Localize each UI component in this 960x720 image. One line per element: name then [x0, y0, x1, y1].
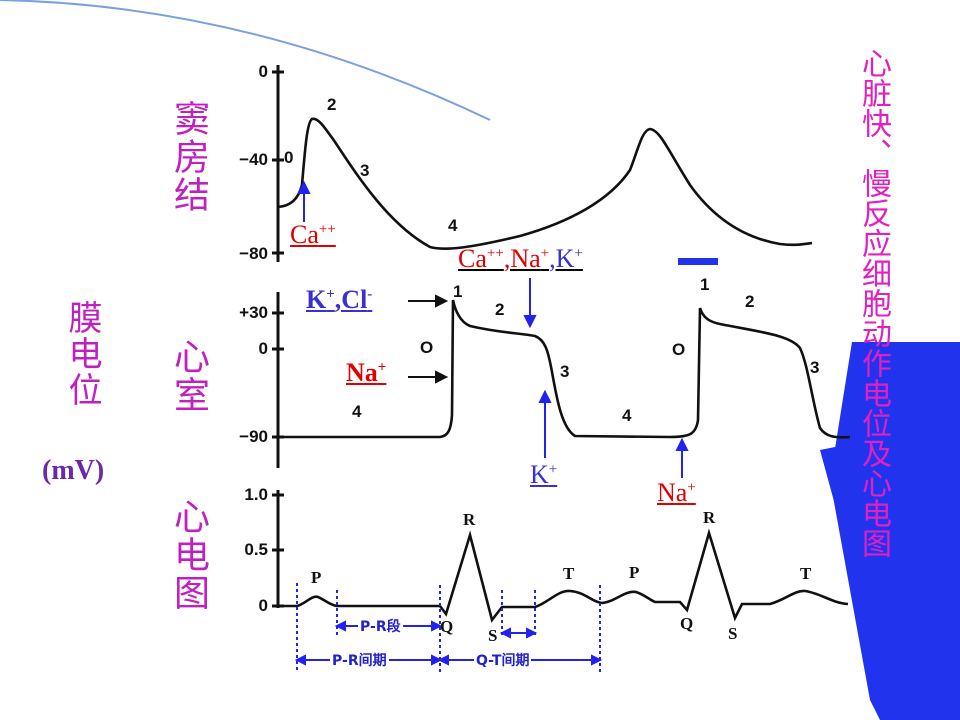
ion-k-cl: K+,Cl- [306, 285, 373, 314]
arrowhead [297, 180, 311, 194]
v-phase-0: O [420, 338, 434, 357]
arrowhead [526, 627, 538, 639]
sa-phase-4: 4 [448, 216, 458, 235]
arrowhead [499, 627, 511, 639]
v-phase-3: 3 [560, 362, 570, 381]
ecg-r-1: R [463, 510, 476, 529]
arrowhead [523, 315, 537, 329]
arrowhead [435, 370, 449, 384]
decor-blue-block-2 [820, 440, 870, 520]
ion-ca-sa: Ca++ [290, 220, 336, 249]
ecg-t-1: T [563, 564, 575, 583]
v-phase-0b: O [672, 340, 686, 359]
tick-sa-m80: −80 [239, 244, 268, 263]
arrowhead [435, 294, 449, 308]
decor-curve [0, 0, 491, 121]
ventricle-trace [280, 299, 851, 439]
v-phase-3b: 3 [810, 358, 820, 377]
tick-sa-0: 0 [258, 62, 268, 81]
pr-interval-label: P-R间期 [330, 650, 389, 670]
membrane-potential-label: 膜电位 [62, 300, 102, 408]
ecg-p-2: P [629, 563, 640, 582]
ecg-p-1: P [311, 568, 322, 587]
sa-phase-0: 0 [284, 148, 294, 167]
arrowhead [538, 389, 552, 403]
arrowhead [591, 654, 603, 666]
ion-ca-na-k-plateau: Ca++,Na+,K+ [458, 244, 583, 273]
ion-k-repol: K+ [530, 460, 558, 489]
v-phase-1b: 1 [700, 275, 710, 294]
ion-na-rest: Na+ [657, 478, 696, 507]
tick-ecg-05: 0.5 [244, 540, 268, 559]
tick-ecg-0: 0 [258, 596, 268, 615]
decor-blue-bar [678, 258, 718, 265]
arrowhead [334, 620, 346, 632]
pr-segment-label: P-R段 [358, 616, 403, 636]
arrowhead [294, 654, 306, 666]
sa-node-trace [277, 117, 813, 250]
sa-axis-ticks [272, 70, 284, 255]
sa-phase-3: 3 [360, 161, 370, 180]
ecg-label: 心电图 [168, 498, 209, 612]
arrowhead [675, 437, 689, 451]
arrowhead [437, 654, 449, 666]
sa-phase-2: 2 [327, 95, 337, 114]
sa-node-label: 窦房结 [168, 100, 209, 214]
ecg-s-2: S [728, 624, 738, 643]
unit-label: (mV) [42, 455, 105, 486]
tick-v-p30: +30 [239, 303, 268, 322]
ecg-t-2: T [800, 564, 812, 583]
qt-interval-label: Q-T间期 [474, 650, 532, 670]
right-title: 心脏快、慢反应细胞动作电位及心电图 [856, 48, 891, 558]
ecg-r-2: R [703, 508, 716, 527]
tick-v-m90: −90 [239, 427, 268, 446]
v-phase-1: 1 [453, 282, 463, 301]
decor-blue-block [830, 342, 960, 720]
ecg-q-1: Q [440, 617, 454, 636]
tick-v-0: 0 [258, 339, 268, 358]
ion-na-depol: Na+ [346, 358, 387, 387]
ecg-trace [282, 528, 849, 623]
v-phase-4a: 4 [352, 402, 362, 421]
tick-ecg-1: 1.0 [244, 485, 268, 504]
v-phase-2b: 2 [745, 292, 755, 311]
tick-sa-m40: −40 [239, 150, 268, 169]
arrowhead [431, 620, 443, 632]
ecg-s-1: S [488, 626, 498, 645]
v-phase-2: 2 [495, 300, 505, 319]
v-phase-4b: 4 [622, 406, 632, 425]
ecg-q-2: Q [680, 614, 694, 633]
ventricle-label: 心室 [168, 338, 209, 414]
arrowhead [431, 654, 443, 666]
